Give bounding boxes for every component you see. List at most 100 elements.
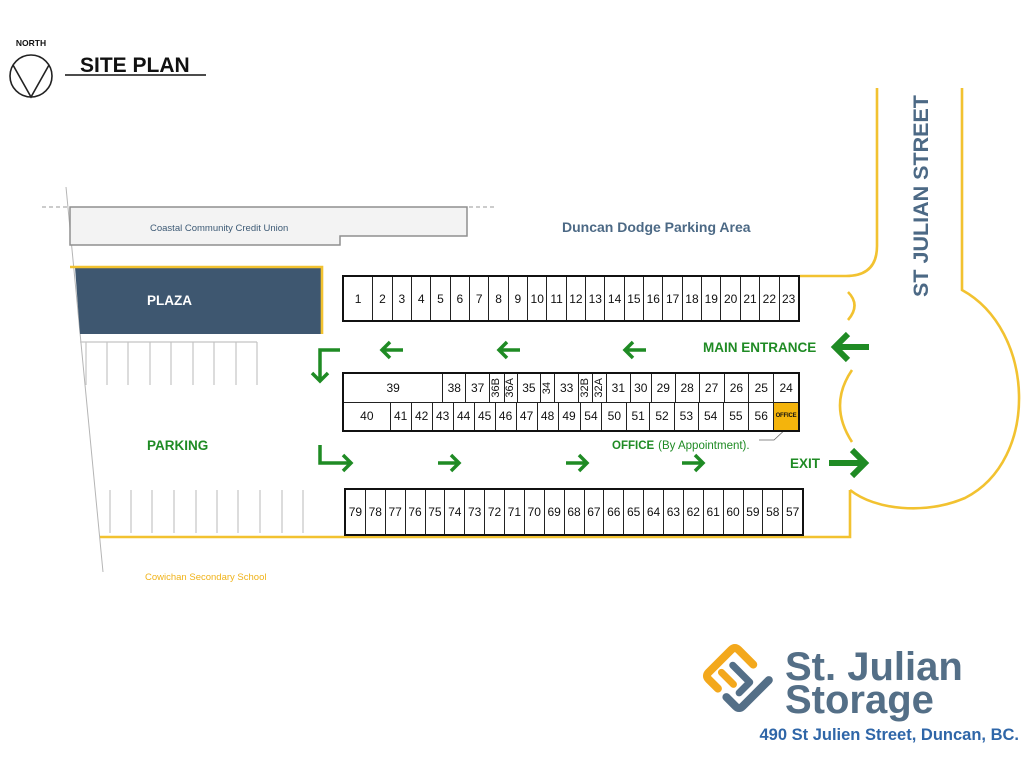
unit-number: 41 — [394, 409, 408, 424]
storage-unit: 62 — [682, 490, 703, 534]
page-title: SITE PLAN — [80, 54, 190, 77]
storage-unit: 48 — [536, 402, 558, 430]
storage-unit: 68 — [563, 490, 584, 534]
storage-unit: 53 — [673, 402, 698, 430]
unit-number: 38 — [447, 380, 461, 395]
office-note: OFFICE (By Appointment). — [612, 440, 750, 452]
unit-number: 40 — [360, 409, 374, 424]
storage-unit: 72 — [484, 490, 504, 534]
unit-number: 25 — [754, 380, 768, 395]
storage-unit: 36A — [503, 374, 517, 402]
unit-number: 50 — [607, 409, 622, 424]
unit-number: 5 — [437, 291, 444, 306]
unit-number: 22 — [762, 291, 777, 306]
storage-unit: 7 — [469, 277, 488, 320]
storage-unit: 43 — [431, 402, 453, 430]
storage-unit: 65 — [623, 490, 643, 534]
unit-number: 57 — [786, 505, 800, 519]
storage-unit: 9 — [507, 277, 527, 320]
storage-unit: 49 — [557, 402, 580, 430]
unit-number: 55 — [729, 409, 743, 424]
storage-unit: 39 — [344, 374, 442, 402]
storage-unit: 20 — [720, 277, 739, 320]
unit-number: 72 — [487, 505, 502, 519]
school-label: Cowichan Secondary School — [145, 572, 266, 583]
plaza-area — [75, 267, 322, 334]
storage-unit: 61 — [702, 490, 723, 534]
unit-number: 70 — [527, 505, 541, 519]
unit-number: 31 — [611, 380, 626, 395]
storage-unit: 41 — [389, 402, 411, 430]
storage-unit: 35 — [516, 374, 540, 402]
storage-unit: 60 — [722, 490, 743, 534]
unit-number: 24 — [779, 380, 793, 395]
unit-number: 54 — [703, 409, 718, 424]
unit-number: 54 — [584, 409, 598, 424]
unit-number: 52 — [655, 409, 669, 424]
unit-number: 10 — [530, 291, 544, 306]
unit-number: 64 — [646, 505, 661, 519]
unit-number: 9 — [514, 291, 522, 306]
storage-unit: 54 — [697, 402, 723, 430]
office-note-detail: (By Appointment). — [658, 440, 749, 452]
storage-unit: 71 — [504, 490, 524, 534]
unit-number: 46 — [498, 409, 513, 424]
arrow-left-icon — [379, 340, 403, 360]
unit-number: 33 — [559, 380, 574, 395]
storage-unit: 69 — [543, 490, 564, 534]
storage-unit: 26 — [723, 374, 749, 402]
storage-unit: 45 — [473, 402, 495, 430]
storage-unit: 23 — [778, 277, 798, 320]
storage-unit: 47 — [515, 402, 537, 430]
storage-unit: 31 — [605, 374, 630, 402]
storage-unit: 64 — [643, 490, 663, 534]
arrow-turn-down-icon — [310, 348, 340, 384]
storage-unit: 3 — [391, 277, 411, 320]
storage-unit: 25 — [748, 374, 773, 402]
storage-unit: 63 — [663, 490, 683, 534]
logo-wordmark-line2: Storage — [785, 678, 934, 722]
unit-number: 7 — [475, 291, 483, 306]
unit-number: 13 — [588, 291, 602, 306]
unit-number: 15 — [627, 291, 641, 306]
unit-number: 4 — [417, 291, 425, 306]
site-boundary — [70, 265, 324, 334]
storage-unit: 46 — [494, 402, 516, 430]
storage-unit: 44 — [452, 402, 474, 430]
storage-unit: 16 — [643, 277, 662, 320]
unit-number: 60 — [726, 505, 740, 519]
storage-unit: 73 — [464, 490, 484, 534]
arrow-right-icon — [566, 453, 590, 473]
storage-unit: 1 — [344, 277, 372, 320]
plaza-label: PLAZA — [147, 293, 192, 308]
storage-unit: 75 — [424, 490, 445, 534]
unit-number: 68 — [567, 505, 581, 519]
logo-icon — [702, 643, 773, 713]
parking-label: PARKING — [147, 438, 208, 453]
unit-number: 35 — [522, 380, 536, 395]
unit-number: 34 — [541, 381, 554, 394]
unit-number: 45 — [477, 409, 492, 424]
storage-unit: 10 — [527, 277, 546, 320]
arrow-turn-right-icon — [318, 445, 354, 473]
unit-number: 42 — [414, 409, 429, 424]
unit-number: 18 — [685, 291, 699, 306]
address: 490 St Julien Street, Duncan, BC. — [760, 726, 1020, 744]
unit-number: 47 — [519, 409, 534, 424]
office-note-label: OFFICE — [612, 440, 654, 452]
unit-number: 75 — [428, 505, 442, 519]
storage-unit: 19 — [701, 277, 720, 320]
unit-number: 23 — [782, 291, 796, 306]
storage-unit: 57 — [782, 490, 802, 534]
arrow-left-icon — [496, 340, 520, 360]
arrow-right-icon — [682, 453, 706, 473]
storage-unit: 54 — [579, 402, 602, 430]
storage-unit: 77 — [384, 490, 405, 534]
arrow-right-icon — [438, 453, 462, 473]
unit-number: 59 — [746, 505, 760, 519]
north-label: NORTH — [16, 38, 46, 48]
